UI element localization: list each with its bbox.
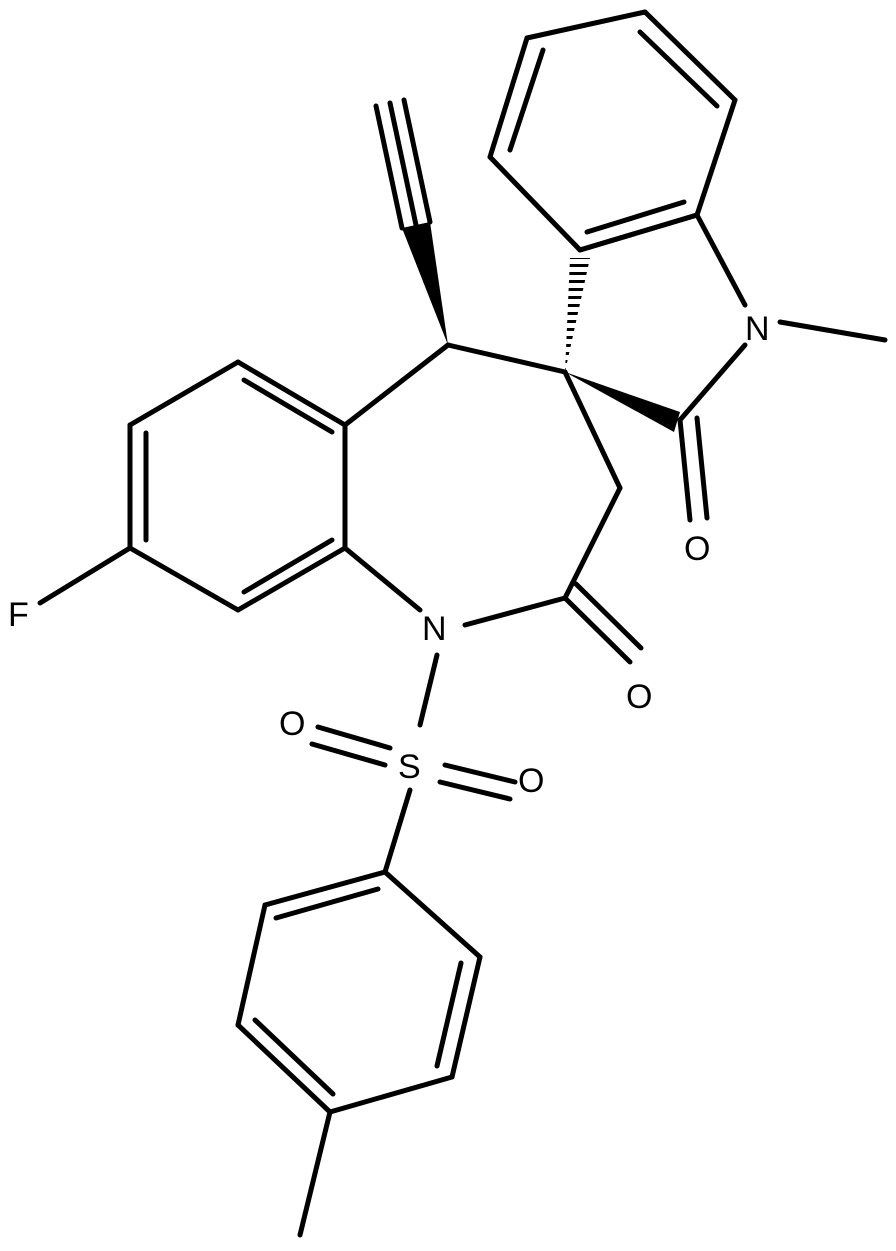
c-f-bond (37, 545, 133, 606)
lactam-nitrogen-label: N (422, 610, 447, 648)
tolyl-ring (235, 869, 483, 1115)
sulfonyl-group (309, 652, 518, 802)
azepinone-ring (342, 342, 623, 628)
lactam-carbonyl (562, 581, 644, 665)
sulfonyl-oxygen-left-label: O (279, 705, 305, 743)
oxindole-oxygen-label: O (684, 530, 710, 568)
sulfonyl-oxygen-right-label: O (518, 762, 544, 800)
fluoro-benzene-ring (127, 359, 348, 613)
sulfur-label: S (398, 748, 421, 786)
indole-nitrogen-label: N (745, 310, 770, 348)
ethynyl-group (373, 97, 448, 345)
fluorine-label: F (8, 596, 29, 634)
lactam-oxygen-label: O (626, 678, 652, 716)
oxindole-carbonyl (677, 415, 710, 523)
oxindole-benzene-ring (487, 9, 738, 253)
s-aryl-bond (382, 787, 413, 875)
n-methyl-bond (777, 319, 888, 343)
tolyl-methyl-bond (297, 1109, 333, 1238)
